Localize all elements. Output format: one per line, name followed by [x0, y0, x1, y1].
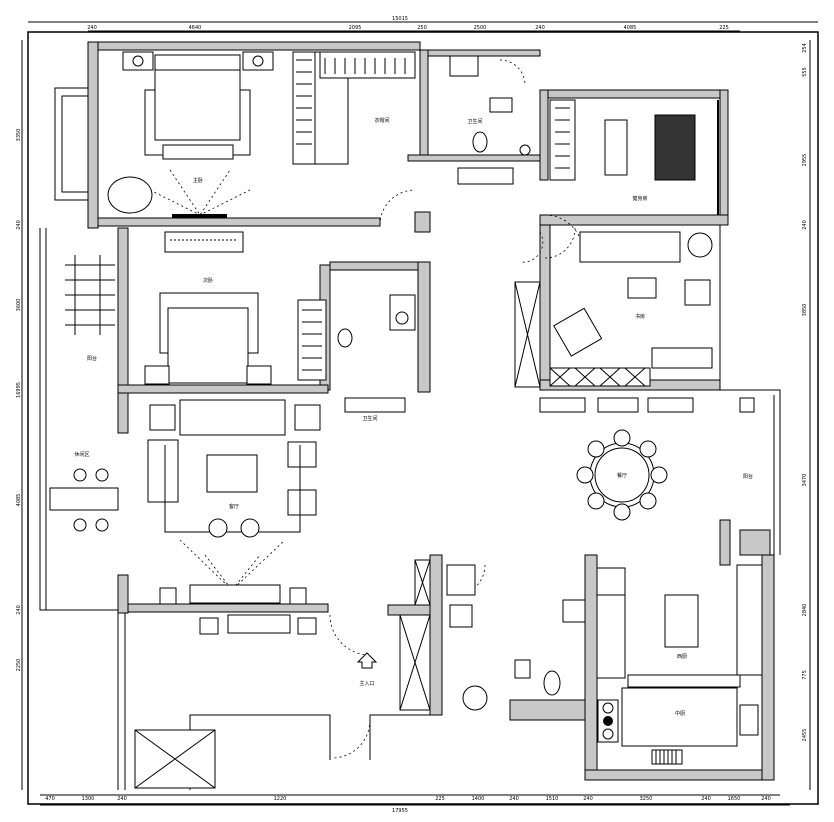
label-bathroom-1: 卫生间 — [467, 118, 482, 125]
dim-left-5: 240 — [16, 605, 22, 615]
living-room-furniture — [147, 399, 321, 605]
exterior-outline — [39, 87, 781, 790]
doors — [329, 59, 584, 759]
master-bed — [154, 54, 241, 141]
washing-machine — [462, 685, 488, 711]
weight-bench — [604, 119, 628, 176]
label-kitchen-chinese: 中厨 — [675, 710, 685, 717]
tv-cabinet — [189, 584, 281, 604]
bathroom-2-fixtures — [337, 294, 416, 413]
dim-top-8: 225 — [719, 25, 729, 31]
dim-top-7: 4085 — [624, 25, 637, 31]
label-gym: 健身房 — [632, 195, 647, 202]
balcony-racks — [49, 255, 119, 532]
dim-top-3: 2095 — [349, 25, 362, 31]
dim-total-left: 16995 — [16, 382, 22, 398]
dining-furniture — [539, 397, 755, 521]
lounge-chair — [107, 176, 153, 214]
bathroom-1-fixtures — [449, 55, 531, 185]
bottom-dimension-labels: 470 1300 240 1220 225 1400 240 1510 240 … — [45, 796, 771, 802]
dim-bottom-11: 240 — [701, 796, 711, 802]
kitchen-fixtures — [596, 564, 763, 765]
label-dining-balcony: 阳台 — [743, 473, 753, 480]
dim-total-top: 15015 — [392, 16, 408, 22]
closet-racks — [292, 51, 416, 165]
dim-top-1: 240 — [87, 25, 97, 31]
label-dining-room: 餐厅 — [617, 472, 627, 479]
dim-bottom-8: 1510 — [546, 796, 559, 802]
gym-equipment — [549, 99, 719, 215]
dim-bottom-12: 1650 — [728, 796, 741, 802]
sofa — [179, 399, 286, 436]
toilet — [472, 131, 488, 153]
utility-fixtures — [446, 564, 586, 711]
dim-bottom-7: 240 — [509, 796, 519, 802]
label-walk-in-closet: 衣帽间 — [374, 117, 389, 124]
label-study: 书房 — [635, 313, 645, 320]
dim-bottom-3: 240 — [117, 796, 127, 802]
dim-bottom-9: 240 — [583, 796, 593, 802]
toilet-2 — [337, 328, 353, 348]
dim-bottom-5: 225 — [435, 796, 445, 802]
nightstand-right — [242, 51, 274, 71]
desk — [651, 347, 713, 369]
label-balcony: 阳台 — [87, 355, 97, 362]
kitchen-sink — [739, 704, 759, 736]
coffee-table — [206, 454, 258, 493]
dim-right-5: 3850 — [802, 304, 808, 317]
left-dimension-labels: 3350 240 3600 16995 4085 240 2250 — [16, 129, 22, 672]
second-bedroom-furniture — [144, 231, 327, 385]
dim-right-9: 2455 — [802, 729, 808, 742]
dim-top-5: 2500 — [474, 25, 487, 31]
label-bathroom-2: 卫生间 — [362, 415, 377, 422]
label-master-bedroom: 主卧 — [193, 177, 203, 184]
dim-top-6: 240 — [535, 25, 545, 31]
dim-total-bottom: 17955 — [392, 808, 408, 814]
toilet-3 — [543, 670, 561, 696]
dim-left-3: 3600 — [16, 299, 22, 312]
label-main-entrance[interactable]: 主入口 — [359, 680, 374, 687]
second-bed — [167, 307, 249, 384]
kitchen-island — [664, 594, 699, 648]
dim-right-1: 254 — [802, 43, 808, 53]
label-leisure: 休闲区 — [74, 451, 89, 458]
dim-left-2: 240 — [16, 220, 22, 230]
dim-right-3: 2955 — [802, 154, 808, 167]
dim-left-6: 2250 — [16, 659, 22, 672]
dim-right-2: 555 — [802, 67, 808, 77]
gym-mat — [654, 114, 696, 181]
dim-bottom-2: 1300 — [82, 796, 95, 802]
dim-bottom-6: 1400 — [472, 796, 485, 802]
entrance-arrow-icon — [356, 652, 378, 669]
dimension-lines — [21, 21, 818, 806]
label-kitchen-west: 西厨 — [677, 654, 687, 660]
label-living-room: 客厅 — [229, 503, 239, 510]
basin — [449, 55, 479, 77]
armchair — [553, 307, 603, 357]
label-second-bedroom: 次卧 — [203, 277, 213, 284]
walls — [87, 41, 775, 781]
dim-right-7: 2840 — [802, 604, 808, 617]
nightstand-left — [122, 51, 154, 71]
dim-bottom-4: 1220 — [274, 796, 287, 802]
right-dimension-labels: 254 555 2955 240 3850 3470 2840 775 2455 — [802, 43, 808, 741]
dim-left-4: 4085 — [16, 494, 22, 507]
dim-bottom-1: 470 — [45, 796, 55, 802]
dim-top-2: 4640 — [189, 25, 202, 31]
drawing-frame — [27, 31, 819, 805]
dim-right-4: 240 — [802, 220, 808, 230]
bench — [162, 144, 234, 160]
dim-right-6: 3470 — [802, 474, 808, 487]
dim-left-1: 3350 — [16, 129, 22, 142]
study-furniture — [514, 231, 713, 388]
side-sofa — [147, 439, 179, 503]
entrance-area — [134, 559, 431, 790]
dim-right-8: 775 — [802, 670, 808, 680]
dim-top-4: 250 — [417, 25, 427, 31]
dim-bottom-13: 240 — [761, 796, 771, 802]
master-bedroom-furniture — [107, 51, 274, 218]
floor-drain — [519, 144, 531, 156]
dim-bottom-10: 3250 — [640, 796, 653, 802]
sofa-study — [579, 231, 681, 263]
